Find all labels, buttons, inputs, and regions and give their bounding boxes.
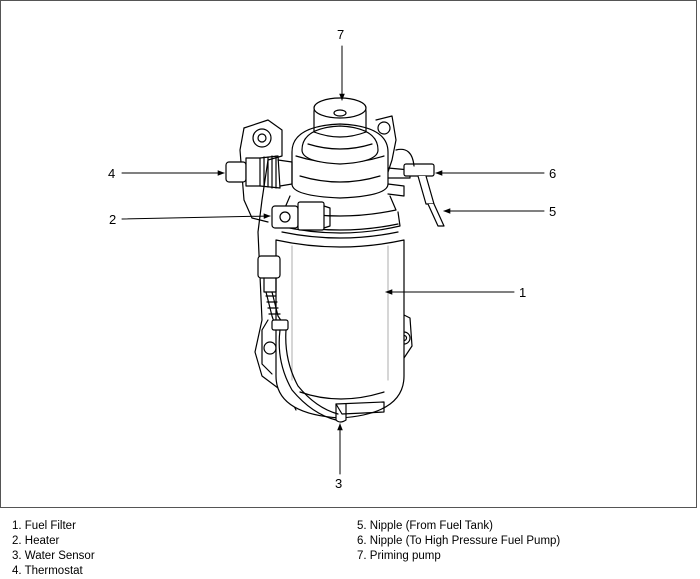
heater-connector [271,201,331,231]
priming-pump [301,97,379,165]
callout-3: 3 [335,476,342,491]
legend-item-water-sensor: 3. Water Sensor [12,550,95,562]
leader-lines [121,45,545,475]
legend-left: 1. Fuel Filter 2. Heater 3. Water Sensor… [12,519,95,579]
callout-4: 4 [108,166,115,181]
legend-item-thermostat: 4. Thermostat [12,565,83,577]
callout-1: 1 [519,285,526,300]
thermostat [225,155,293,189]
callout-2: 2 [109,212,116,227]
fuel-nipples [387,148,445,227]
fuel-filter-diagram: 7 4 6 5 2 1 3 [108,27,556,491]
legend-item-nipple-to-pump: 6. Nipple (To High Pressure Fuel Pump) [357,535,561,547]
legend-right: 5. Nipple (From Fuel Tank) 6. Nipple (To… [357,519,560,564]
callout-6: 6 [549,166,556,181]
legend-item-priming-pump: 7. Priming pump [357,550,441,562]
legend-item-heater: 2. Heater [12,535,60,547]
filter-bowl [275,239,405,423]
callout-7: 7 [337,27,344,42]
water-sensor-harness [257,255,339,421]
legend-item-nipple-from-tank: 5. Nipple (From Fuel Tank) [357,520,493,532]
legend-item-fuel-filter: 1. Fuel Filter [12,520,76,532]
callout-5: 5 [549,204,556,219]
